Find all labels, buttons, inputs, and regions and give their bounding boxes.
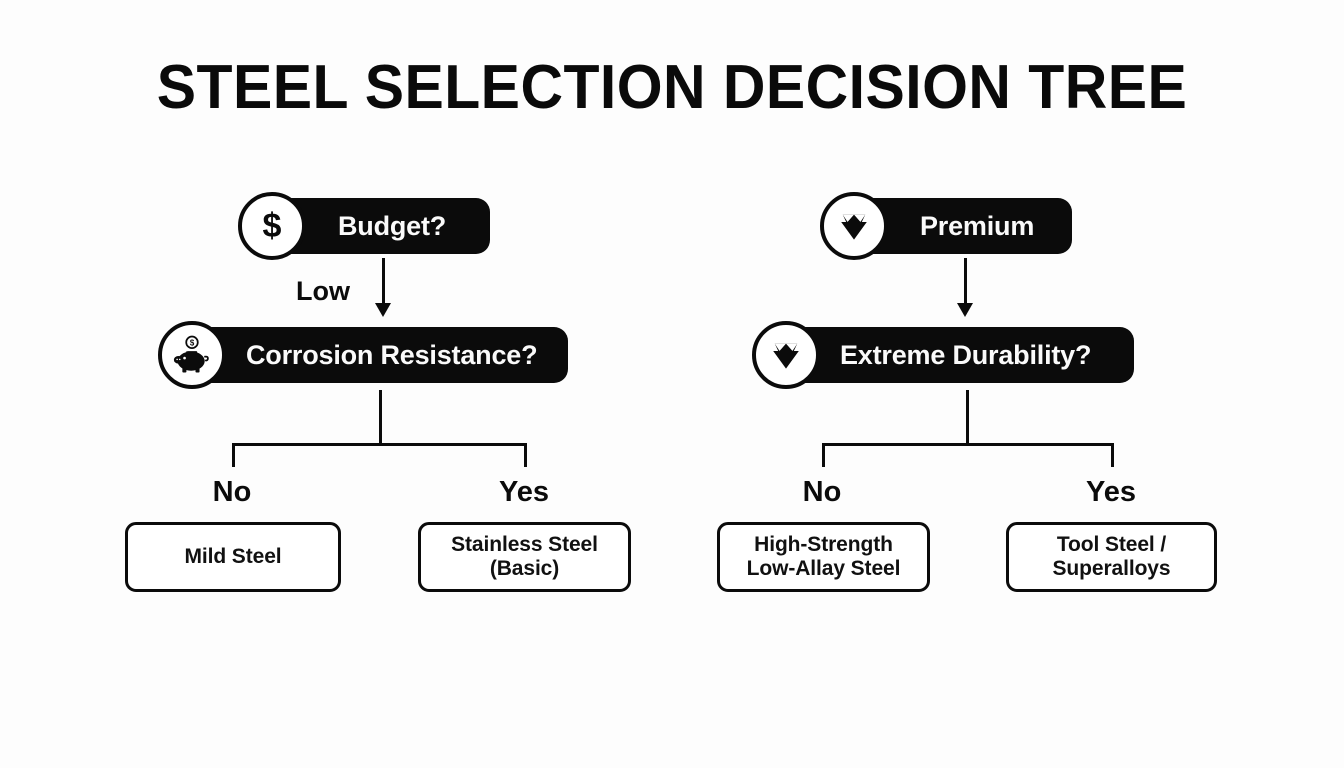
leaf-high-strength-low-allay-steel[interactable]: High-Strength Low-Allay Steel [717, 522, 930, 592]
node-premium[interactable]: Premium [854, 198, 1072, 254]
node-budget-label: Budget? [338, 210, 447, 241]
leaf-tool-steel-superalloys[interactable]: Tool Steel / Superalloys [1006, 522, 1217, 592]
connector-durability-stem [966, 390, 969, 444]
connector-corrosion-drop-no [232, 443, 235, 467]
diamond-icon [752, 321, 820, 389]
leaf-line-2: Low-Allay Steel [746, 557, 901, 580]
edge-label-low: Low [296, 276, 350, 306]
node-budget[interactable]: Budget? [272, 198, 490, 254]
connector-durability-drop-no [822, 443, 825, 467]
leaf-line-2: (Basic) [489, 557, 560, 580]
svg-text:$: $ [263, 207, 282, 245]
leaf-line-1: Tool Steel / [1056, 532, 1167, 556]
branch-label-durability-yes: Yes [1086, 476, 1136, 508]
arrowhead-budget-to-corrosion [375, 303, 391, 317]
piggy-bank-icon: $ [158, 321, 226, 389]
connector-corrosion-bar [232, 443, 527, 446]
node-extreme-durability[interactable]: Extreme Durability? [786, 327, 1134, 383]
branch-label-corrosion-no: No [212, 476, 252, 508]
leaf-line-2: Superalloys [1052, 557, 1171, 580]
svg-text:$: $ [190, 339, 195, 348]
branch-label-corrosion-yes: Yes [499, 476, 549, 508]
arrowhead-premium-to-durability [957, 303, 973, 317]
leaf-tool-steel-text: Tool Steel / Superalloys [1053, 533, 1171, 582]
connector-corrosion-drop-yes [524, 443, 527, 467]
diamond-icon [820, 192, 888, 260]
leaf-high-strength-text: High-Strength Low-Allay Steel [747, 533, 901, 582]
node-corrosion-resistance-label: Corrosion Resistance? [246, 339, 538, 370]
leaf-stainless-steel-text: Stainless Steel (Basic) [451, 533, 598, 582]
branch-label-durability-no: No [802, 476, 842, 508]
connector-durability-drop-yes [1111, 443, 1114, 467]
connector-budget-to-corrosion [382, 258, 385, 308]
node-extreme-durability-label: Extreme Durability? [840, 339, 1092, 370]
leaf-line-1: High-Strength [754, 532, 893, 556]
leaf-line-1: Stainless Steel [451, 532, 598, 556]
connector-corrosion-stem [379, 390, 382, 444]
connector-durability-bar [822, 443, 1114, 446]
leaf-mild-steel[interactable]: Mild Steel [125, 522, 341, 592]
node-premium-label: Premium [920, 210, 1035, 241]
page-title: STEEL SELECTION DECISION TREE [156, 53, 1188, 122]
connector-premium-to-durability [964, 258, 967, 308]
leaf-line-1: Mild Steel [184, 544, 282, 568]
leaf-stainless-steel[interactable]: Stainless Steel (Basic) [418, 522, 631, 592]
dollar-coin-icon: $ [238, 192, 306, 260]
leaf-mild-steel-text: Mild Steel [184, 545, 281, 569]
node-corrosion-resistance[interactable]: Corrosion Resistance? [192, 327, 568, 383]
